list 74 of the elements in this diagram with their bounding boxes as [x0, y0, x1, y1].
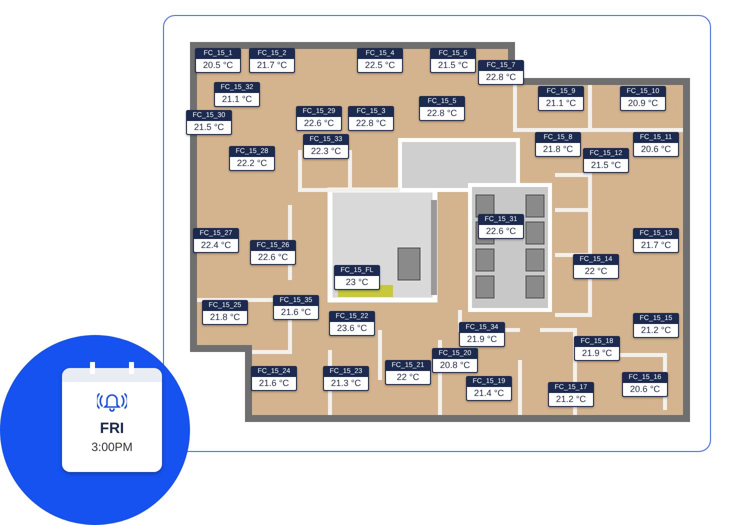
temperature-reading: 21.9 °C: [466, 333, 498, 346]
sensor-tag: [385, 360, 431, 385]
sensor-tag: [195, 48, 241, 73]
temperature-reading: 21.7 °C: [640, 239, 672, 252]
sensor-tag: [249, 48, 295, 73]
sensor-tag: [478, 60, 524, 85]
temperature-reading: 22.2 °C: [236, 157, 268, 170]
sensor-tag: [478, 214, 524, 239]
sensor-tag: [548, 382, 594, 407]
temperature-reading: 20.5 °C: [202, 59, 234, 72]
sensor-tag: [466, 376, 512, 401]
sensor-tag: [334, 265, 380, 290]
sensor-tag: [214, 82, 260, 107]
sensor-tag: [323, 366, 369, 391]
sensor-tag: [430, 48, 476, 73]
temperature-reading: 22.6 °C: [256, 251, 290, 264]
temperature-reading: 20.8 °C: [438, 359, 472, 372]
sensor-tag: [633, 228, 679, 253]
sensor-tag: [432, 348, 478, 373]
temperature-reading: 22 °C: [584, 265, 608, 278]
sensor-tag: [633, 132, 679, 157]
temperature-reading: 21.3 °C: [330, 377, 362, 390]
sensor-tag: [622, 372, 668, 397]
temperature-reading: 21.6 °C: [280, 306, 312, 319]
sensor-tag: [329, 311, 375, 336]
temperature-reading: 20.6 °C: [640, 143, 672, 156]
temperature-reading: 21.6 °C: [258, 377, 290, 390]
sensor-tag: [348, 106, 394, 131]
sensor-tag: [251, 366, 297, 391]
sensor-tag: [193, 228, 239, 253]
temperature-reading: 22.4 °C: [200, 239, 232, 252]
temperature-reading: 21.7 °C: [256, 59, 288, 72]
weekday: FRI: [98, 420, 126, 437]
sensor-tag: [273, 295, 319, 320]
temperature-reading: 20.6 °C: [628, 383, 662, 396]
sensor-tag: [296, 106, 342, 131]
temperature-reading: 21.5 °C: [590, 159, 622, 172]
sensor-tag: [574, 336, 620, 361]
temperature-reading: 22.3 °C: [310, 145, 342, 158]
sensor-tag: [535, 132, 581, 157]
sensor-tag: [419, 96, 465, 121]
temperature-reading: 22.8 °C: [354, 117, 388, 130]
sensor-tag: [202, 300, 248, 325]
temperature-reading: 22.5 °C: [364, 59, 396, 72]
sensor-tag: [538, 86, 584, 111]
sensor-tag: [357, 48, 403, 73]
temperature-reading: 21.8 °C: [542, 143, 574, 156]
sensor-tag: [620, 86, 666, 111]
sensor-tag: [250, 240, 296, 265]
sensor-tag: [303, 134, 349, 159]
temperature-reading: 21.8 °C: [208, 311, 242, 324]
temperature-reading: 21.9 °C: [580, 347, 614, 360]
temperature-reading: 22.8 °C: [484, 71, 518, 84]
temperature-reading: 21.1 °C: [220, 93, 254, 106]
temperature-reading: 21.2 °C: [554, 393, 588, 406]
temperature-reading: 23 °C: [344, 276, 370, 289]
temperature-reading: 23.6 °C: [336, 322, 368, 335]
sensor-tag: [459, 322, 505, 347]
temperature-reading: 20.9 °C: [626, 97, 660, 110]
temperature-reading: 22.6 °C: [302, 117, 336, 130]
temperature-reading: 21.5 °C: [436, 59, 470, 72]
temperature-reading: 21.4 °C: [472, 387, 506, 400]
temperature-reading: 22 °C: [396, 371, 420, 384]
time: 3:00PM: [90, 440, 134, 454]
sensor-tag: [186, 110, 232, 135]
sensor-tag: [229, 146, 275, 171]
temperature-reading: 22.8 °C: [426, 107, 458, 120]
temperature-reading: 21.5 °C: [192, 121, 226, 134]
sensor-tag: [633, 313, 679, 338]
temperature-reading: 21.1 °C: [544, 97, 578, 110]
temperature-reading: 22.6 °C: [484, 225, 518, 238]
sensor-tag: [573, 254, 619, 279]
sensor-tag: [583, 148, 629, 173]
temperature-reading: 21.2 °C: [640, 324, 672, 337]
